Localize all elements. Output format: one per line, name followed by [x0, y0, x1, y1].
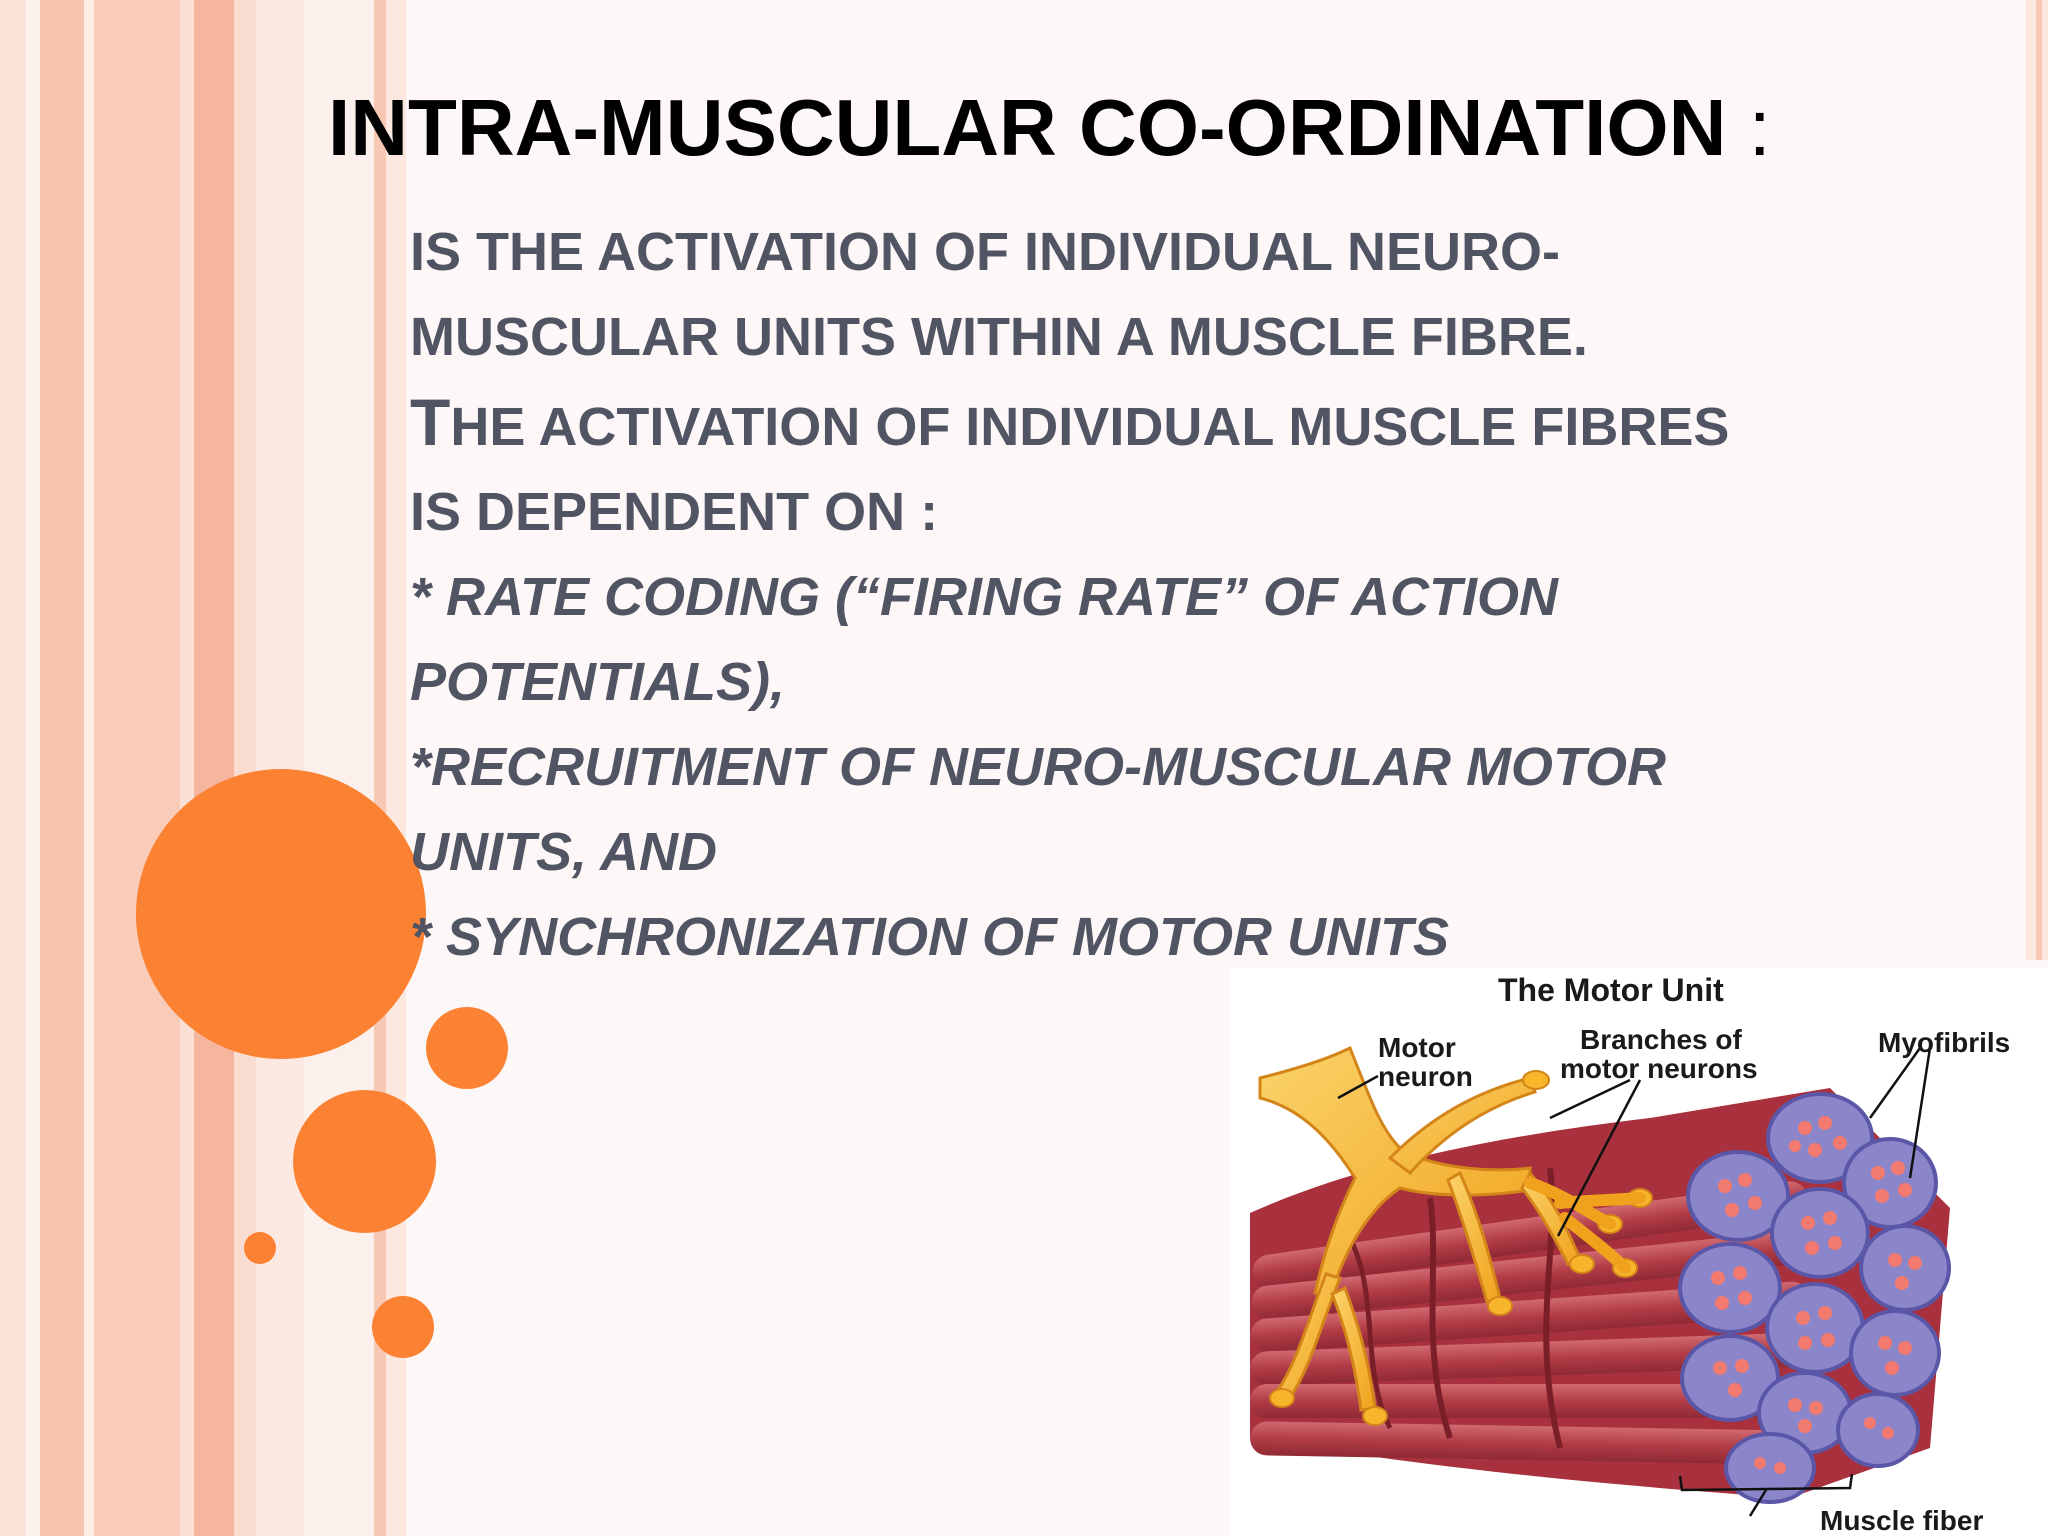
body-line-text: is the activation of individual neuro-: [410, 222, 1561, 282]
slide-body: is the activation of individual neuro- m…: [410, 210, 1860, 980]
label-branches-1: Branches of: [1580, 1024, 1742, 1055]
pointer-lines: [1337, 1047, 1932, 1517]
slide-title-colon: :: [1748, 83, 1771, 172]
branch-lines: [1524, 1177, 1646, 1274]
body-line-text: units, and: [410, 822, 717, 882]
body-line-text: Synchronization of motor units: [446, 907, 1450, 967]
motor-unit-figure: The Motor Unit Motor neuron Branches of …: [1230, 968, 2048, 1536]
body-line-text: is dependent on :: [410, 482, 939, 542]
bullet-recruitment: *Recruitment of neuro-muscular motor: [410, 725, 1860, 810]
label-motor-neuron-2: neuron: [1378, 1061, 1473, 1092]
bullet-rate-coding: * Rate coding (“firing rate” of action: [410, 555, 1860, 640]
label-motor-neuron-1: Motor: [1378, 1032, 1456, 1063]
label-myofibrils: Myofibrils: [1878, 1027, 2010, 1058]
body-line: potentials),: [410, 640, 1860, 725]
body-line-text: potentials),: [410, 652, 785, 712]
myofibril-bundles: [1678, 1092, 1951, 1504]
body-line-text: muscular units within a muscle fibre.: [410, 307, 1588, 367]
body-line-text: Rate coding (“firing rate” of action: [446, 567, 1558, 627]
body-line-initial: T: [410, 385, 451, 459]
motor-unit-illustration: The Motor Unit Motor neuron Branches of …: [1250, 972, 2010, 1536]
motor-neuron: [1258, 1045, 1583, 1412]
body-line-text: he activation of individual muscle fibre…: [450, 397, 1730, 457]
bullet-star: *: [410, 907, 447, 967]
body-line: The activation of individual muscle fibr…: [410, 380, 1860, 470]
body-line: muscular units within a muscle fibre.: [410, 295, 1860, 380]
body-line-text: Recruitment of neuro-muscular motor: [431, 737, 1666, 797]
label-branches-2: motor neurons: [1560, 1053, 1758, 1084]
figure-title: The Motor Unit: [1498, 972, 1724, 1008]
bullet-star: *: [410, 567, 447, 627]
bullet-synchronization: * Synchronization of motor units: [410, 895, 1860, 980]
myofibril-dots: [1711, 1116, 1922, 1474]
body-line: is dependent on :: [410, 470, 1860, 555]
body-line: units, and: [410, 810, 1860, 895]
slide-title: INTRA-MUSCULAR CO-ORDINATION :: [328, 82, 1771, 174]
bullet-star: *: [410, 737, 432, 797]
slide-title-text: INTRA-MUSCULAR CO-ORDINATION: [328, 83, 1727, 172]
label-muscle-fiber: Muscle fiber: [1820, 1505, 1983, 1536]
body-line: is the activation of individual neuro-: [410, 210, 1860, 295]
